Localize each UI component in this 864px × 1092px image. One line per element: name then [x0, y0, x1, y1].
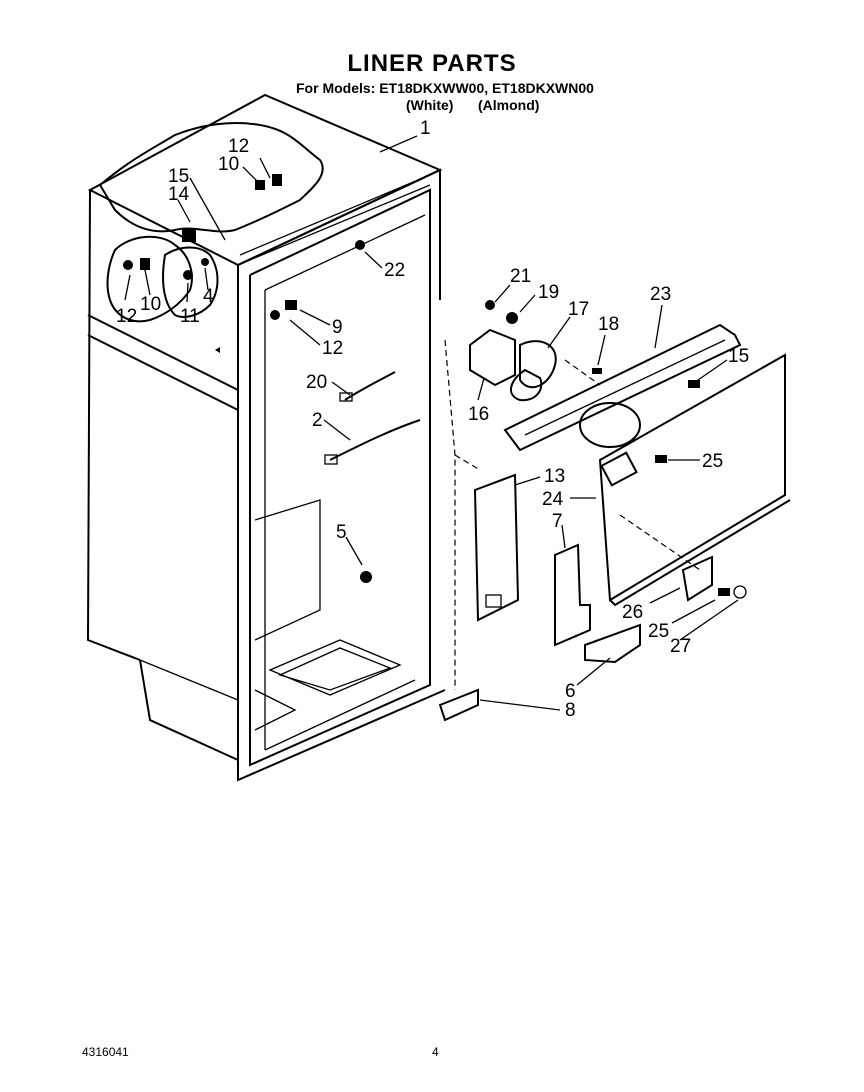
callout-12c: 12	[116, 306, 137, 327]
callout-18: 18	[598, 314, 619, 335]
callout-15b: 15	[728, 346, 749, 367]
callout-11: 11	[180, 306, 200, 327]
callout-9: 9	[332, 317, 343, 338]
callout-14: 14	[168, 184, 190, 205]
callout-23: 23	[650, 284, 671, 305]
callout-numbers: 1 12 10 15 14 22 21 19 17 18 23 15 9 12 …	[116, 118, 749, 721]
callout-12b: 12	[322, 338, 343, 359]
callout-7: 7	[552, 511, 563, 532]
callout-1: 1	[420, 118, 431, 139]
callout-12: 12	[228, 136, 249, 157]
callout-4: 4	[203, 286, 214, 307]
callout-13: 13	[544, 466, 565, 487]
callout-27: 27	[670, 636, 691, 657]
callout-10: 10	[218, 154, 239, 175]
leader-lines	[124, 135, 739, 711]
page-title: LINER PARTS	[347, 50, 517, 77]
callout-15: 15	[168, 166, 189, 187]
callout-19: 19	[538, 282, 559, 303]
evaporator-cover	[503, 323, 742, 452]
callout-26: 26	[622, 602, 643, 623]
variant-white: (White)	[406, 97, 454, 113]
callout-5: 5	[336, 522, 347, 543]
model-numbers: For Models: ET18DKXWW00, ET18DKXWN00	[296, 80, 594, 96]
callout-22: 22	[384, 260, 405, 281]
heater-wires	[324, 371, 421, 465]
callout-25: 25	[702, 451, 723, 472]
page-number: 4	[432, 1045, 439, 1059]
cabinet-liner	[86, 93, 701, 782]
callout-17: 17	[568, 299, 589, 320]
callout-24: 24	[542, 489, 564, 510]
callout-21: 21	[510, 266, 531, 287]
callout-10b: 10	[140, 294, 161, 315]
document-number: 4316041	[82, 1045, 129, 1059]
variant-almond: (Almond)	[478, 97, 540, 113]
callout-25b: 25	[648, 621, 669, 642]
callout-6: 6	[565, 681, 576, 702]
back-panel	[598, 353, 791, 607]
hardware	[123, 174, 747, 599]
callout-20: 20	[306, 372, 327, 393]
ducts-brackets	[438, 473, 713, 722]
callout-2: 2	[312, 410, 323, 431]
callout-16: 16	[468, 404, 489, 425]
fan-motor-assembly	[469, 328, 557, 402]
callout-8: 8	[565, 700, 576, 721]
